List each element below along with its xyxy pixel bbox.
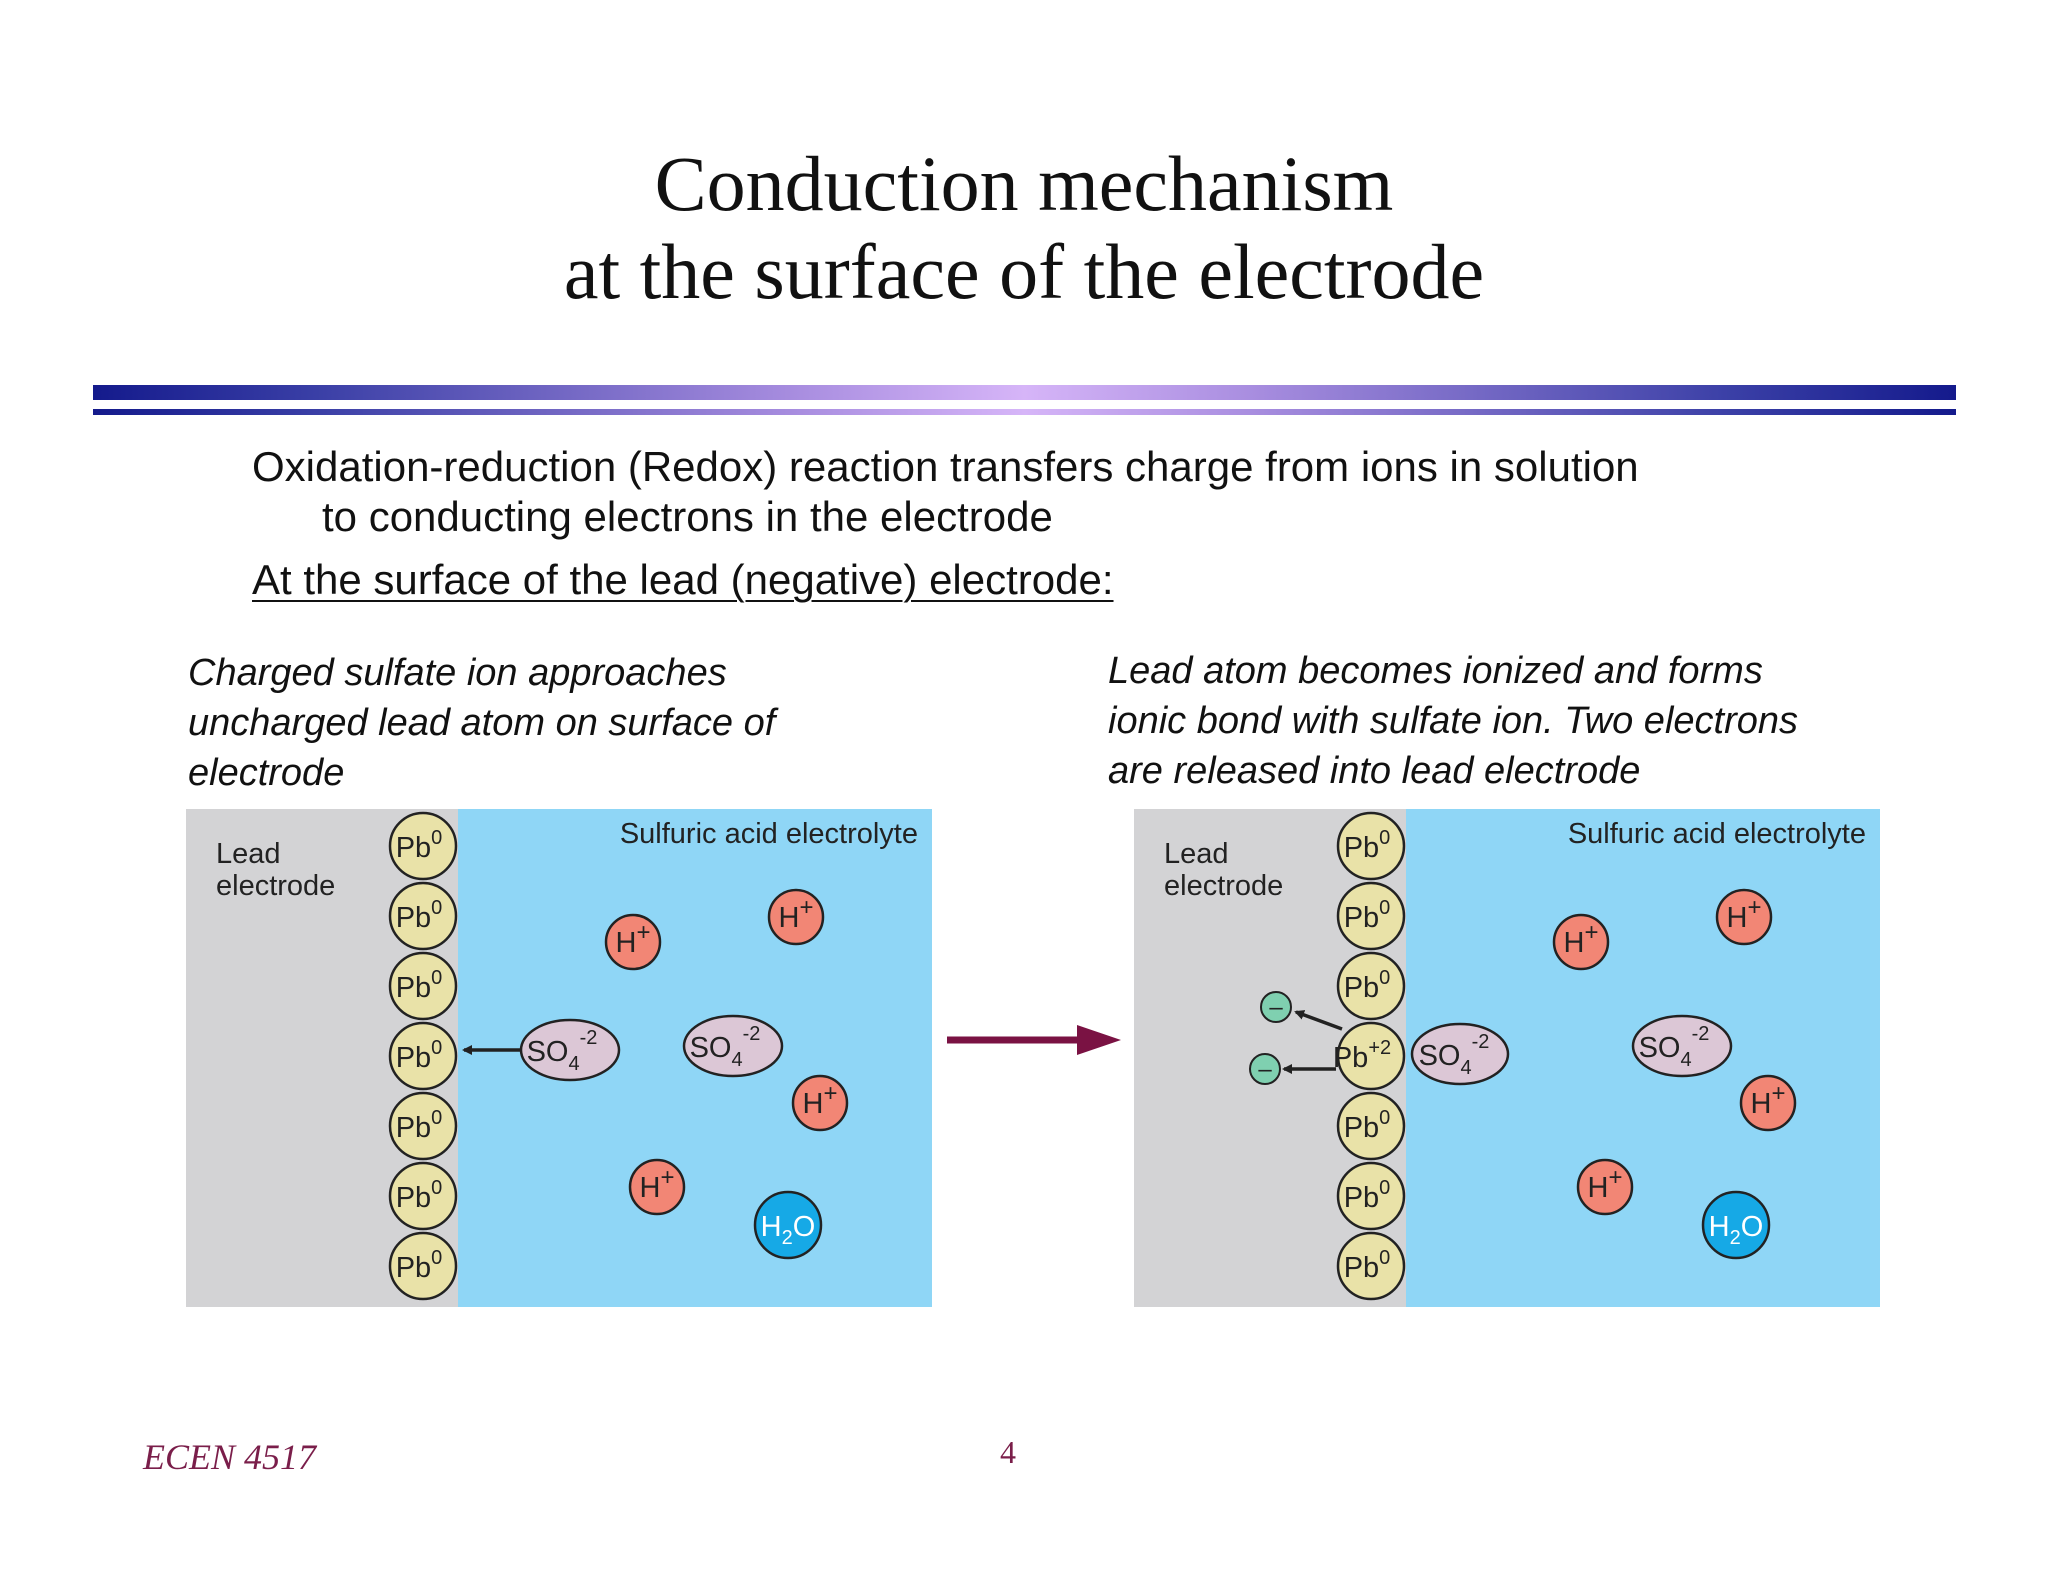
svg-text:Pb0: Pb0: [396, 897, 443, 934]
reaction-progress-arrow: [947, 1025, 1121, 1055]
electrode-label-line-1: Lead: [216, 838, 281, 870]
sulfate-ion-bonded: SO4-2: [1410, 1022, 1510, 1086]
pb-atom: Pb0: [1336, 811, 1406, 881]
svg-text:Pb0: Pb0: [1344, 1247, 1391, 1284]
svg-text:Pb0: Pb0: [1344, 967, 1391, 1004]
title-divider-thin: [93, 409, 1956, 415]
svg-text:Pb0: Pb0: [396, 967, 443, 1004]
title-line-2: at the surface of the electrode: [563, 228, 1485, 315]
slide-title: Conduction mechanism at the surface of t…: [0, 140, 2048, 316]
caption-before-line-3: electrode: [188, 752, 345, 794]
bullet-redox-line-2: to conducting electrons in the electrode: [322, 493, 1053, 540]
footer-course: ECEN 4517: [143, 1437, 317, 1477]
caption-before-line-2: uncharged lead atom on surface of: [188, 702, 776, 744]
sulfate-ion: SO4-2: [682, 1014, 784, 1078]
pb-atom: Pb0: [1336, 951, 1406, 1021]
title-divider-thick: [93, 385, 1956, 400]
electrolyte-label: Sulfuric acid electrolyte: [1568, 818, 1866, 850]
pb-atom: Pb0: [388, 881, 458, 951]
diagram-after: Lead electrode Sulfuric acid electrolyte…: [1134, 809, 1880, 1307]
electron: –: [1260, 991, 1292, 1023]
svg-text:Pb0: Pb0: [1344, 827, 1391, 864]
hydrogen-ion: H+: [604, 913, 662, 971]
pb-atom: Pb0: [388, 811, 458, 881]
hydrogen-ion: H+: [628, 1158, 686, 1216]
hydrogen-ion: H+: [1715, 888, 1773, 946]
electrode-label-line-2: electrode: [1164, 870, 1283, 902]
svg-text:H+: H+: [803, 1080, 838, 1120]
pb-atom: Pb0: [1336, 1231, 1406, 1301]
svg-text:SO4-2: SO4-2: [1419, 1031, 1490, 1079]
water-molecule: H2O: [753, 1190, 823, 1260]
diagram-before: Lead electrode Sulfuric acid electrolyte…: [186, 809, 932, 1307]
pb-atom: Pb0: [388, 1091, 458, 1161]
hydrogen-ion: H+: [1552, 913, 1610, 971]
caption-after-line-3: are released into lead electrode: [1108, 750, 1641, 792]
electron: –: [1249, 1053, 1281, 1085]
panel-before-reaction: Lead electrode Sulfuric acid electrolyte…: [186, 809, 932, 1307]
svg-text:–: –: [1269, 994, 1283, 1021]
svg-text:H+: H+: [1588, 1164, 1623, 1204]
caption-after: Lead atom becomes ionized and forms ioni…: [1108, 646, 1798, 796]
svg-text:H+: H+: [640, 1164, 675, 1204]
svg-text:Pb+2: Pb+2: [1333, 1037, 1391, 1074]
panel-after-reaction: Lead electrode Sulfuric acid electrolyte…: [1134, 809, 1880, 1307]
pb-atom: Pb0: [388, 1161, 458, 1231]
svg-text:Pb0: Pb0: [1344, 1177, 1391, 1214]
pb-atom: Pb0: [1336, 1161, 1406, 1231]
hydrogen-ion: H+: [1576, 1158, 1634, 1216]
pb-ion: Pb+2: [1333, 1021, 1406, 1091]
caption-after-line-2: ionic bond with sulfate ion. Two electro…: [1108, 700, 1798, 742]
bullet-negative-electrode: At the surface of the lead (negative) el…: [252, 556, 1114, 603]
caption-after-line-1: Lead atom becomes ionized and forms: [1108, 650, 1763, 692]
pb-atom: Pb0: [388, 1021, 458, 1091]
svg-text:H+: H+: [1564, 919, 1599, 959]
svg-text:SO4-2: SO4-2: [527, 1027, 598, 1075]
bullet-redox-line-1: Oxidation-reduction (Redox) reaction tra…: [252, 443, 1639, 490]
svg-text:Pb0: Pb0: [396, 1247, 443, 1284]
svg-text:Pb0: Pb0: [396, 1177, 443, 1214]
svg-text:Pb0: Pb0: [396, 827, 443, 864]
pb-atom: Pb0: [388, 951, 458, 1021]
caption-before: Charged sulfate ion approaches uncharged…: [188, 648, 775, 798]
title-line-1: Conduction mechanism: [654, 140, 1394, 227]
hydrogen-ion: H+: [1739, 1074, 1797, 1132]
electrolyte-label: Sulfuric acid electrolyte: [620, 818, 918, 850]
water-molecule: H2O: [1701, 1190, 1771, 1260]
svg-text:Pb0: Pb0: [396, 1037, 443, 1074]
svg-text:H+: H+: [1727, 894, 1762, 934]
pb-atom: Pb0: [388, 1231, 458, 1301]
electron-release-arrow: [1294, 1010, 1343, 1031]
sulfate-ion: SO4-2: [1631, 1014, 1733, 1078]
footer-page-number: 4: [1000, 1434, 1016, 1470]
electrode-label-line-1: Lead: [1164, 838, 1229, 870]
electrode-label-line-2: electrode: [216, 870, 335, 902]
svg-text:–: –: [1258, 1056, 1272, 1083]
pb-atom: Pb0: [1336, 1091, 1406, 1161]
svg-text:SO4-2: SO4-2: [690, 1023, 761, 1071]
svg-text:Pb0: Pb0: [1344, 897, 1391, 934]
svg-text:H+: H+: [779, 894, 814, 934]
hydrogen-ion: H+: [791, 1074, 849, 1132]
svg-text:H+: H+: [616, 919, 651, 959]
svg-text:Pb0: Pb0: [396, 1107, 443, 1144]
svg-text:H2O: H2O: [1709, 1211, 1764, 1249]
pb-atom: Pb0: [1336, 881, 1406, 951]
svg-text:H2O: H2O: [761, 1211, 816, 1249]
hydrogen-ion: H+: [767, 888, 825, 946]
svg-text:SO4-2: SO4-2: [1639, 1023, 1710, 1071]
svg-text:H+: H+: [1751, 1080, 1786, 1120]
svg-text:Pb0: Pb0: [1344, 1107, 1391, 1144]
caption-before-line-1: Charged sulfate ion approaches: [188, 652, 727, 694]
sulfate-ion: SO4-2: [519, 1018, 621, 1082]
